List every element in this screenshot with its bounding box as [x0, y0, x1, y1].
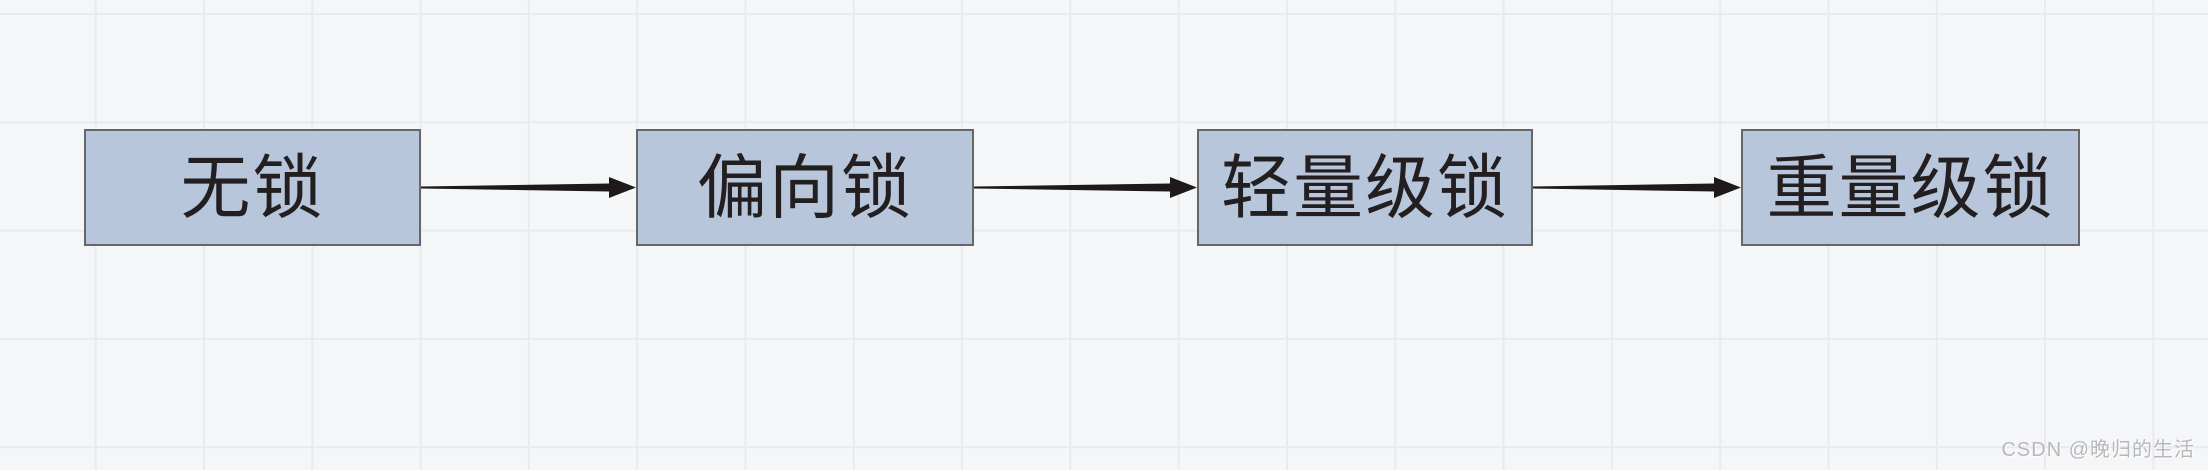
- node-no-lock: 无锁: [84, 129, 421, 246]
- arrow-biased-lock-to-lightweight-lock: [974, 177, 1197, 198]
- arrow-lightweight-lock-to-heavyweight-lock: [1533, 177, 1741, 198]
- csdn-watermark: CSDN @晚归的生活: [2001, 439, 2195, 461]
- node-lightweight-lock: 轻量级锁: [1197, 129, 1533, 246]
- node-heavyweight-lock: 重量级锁: [1741, 129, 2080, 246]
- node-lightweight-lock-label: 轻量级锁: [1221, 148, 1509, 227]
- arrow-no-lock-to-biased-lock: [421, 177, 636, 198]
- node-heavyweight-lock-label: 重量级锁: [1766, 148, 2055, 227]
- node-biased-lock: 偏向锁: [636, 129, 974, 246]
- node-biased-lock-label: 偏向锁: [697, 148, 913, 227]
- node-no-lock-label: 无锁: [180, 148, 325, 227]
